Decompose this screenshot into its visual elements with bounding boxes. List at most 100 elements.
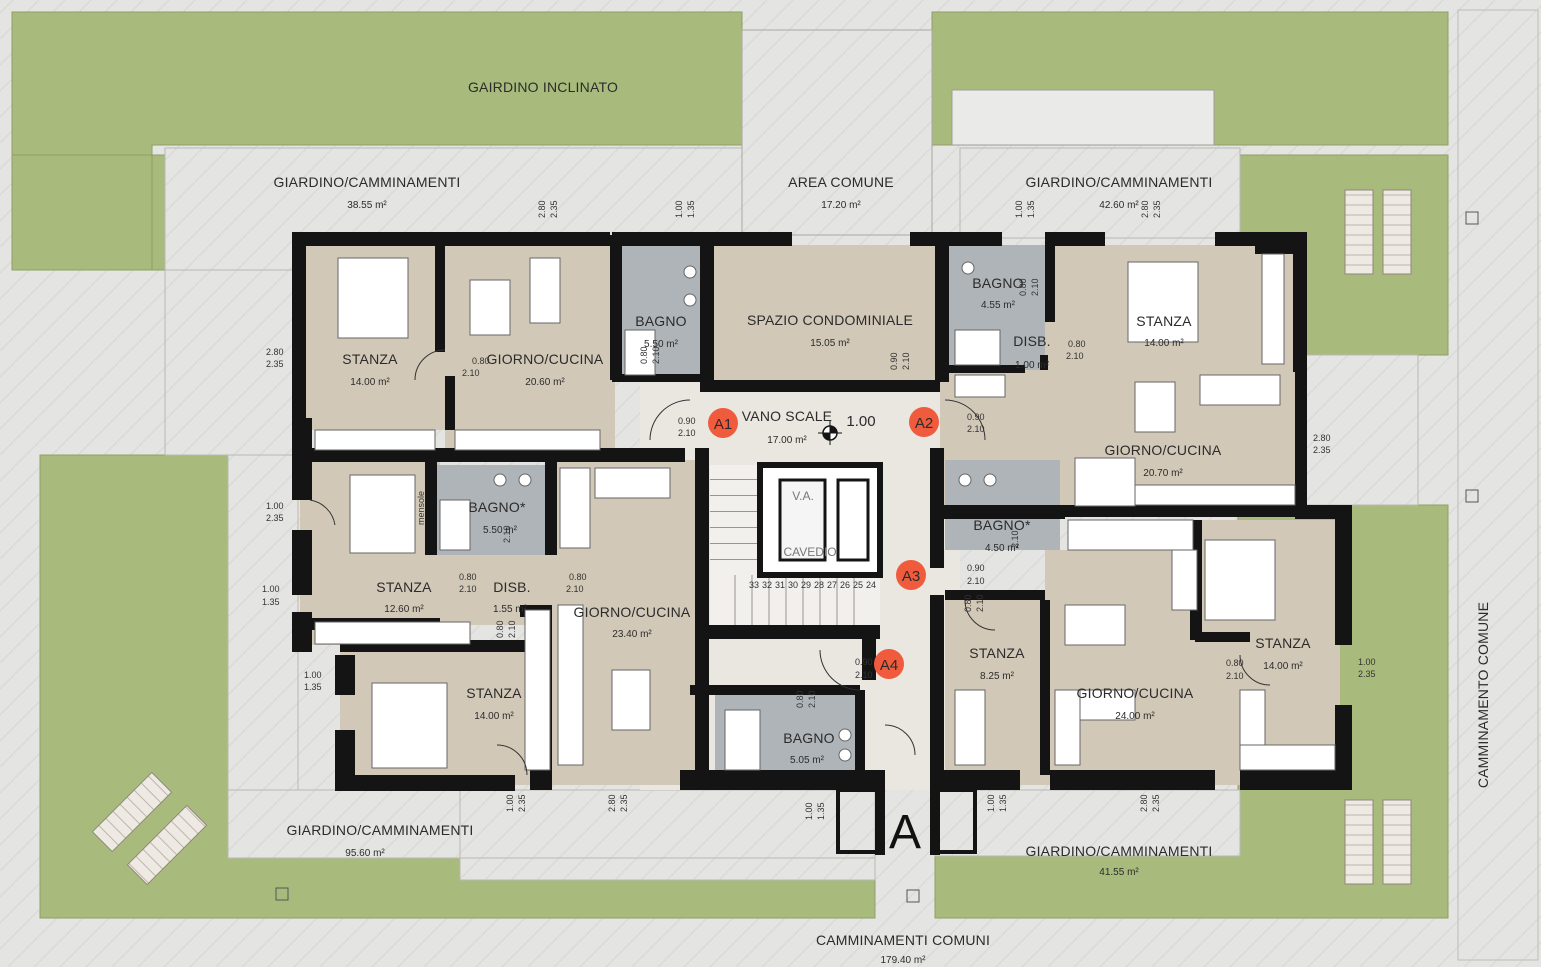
- shower: [439, 499, 471, 551]
- paving-west: [164, 269, 296, 456]
- kitchen-counter: [454, 429, 601, 451]
- svg-text:2.80: 2.80: [537, 200, 547, 218]
- svg-text:1.00: 1.00: [1358, 657, 1376, 667]
- svg-text:0.80: 0.80: [1226, 658, 1244, 668]
- svg-text:1.00: 1.00: [304, 670, 322, 680]
- label-a2-giorno: GIORNO/CUCINA: [1105, 442, 1222, 458]
- stair-step-number: 28: [814, 580, 824, 590]
- svg-text:0.80: 0.80: [795, 690, 805, 708]
- north-structure: [951, 89, 1215, 146]
- stair-flight-lower: [710, 575, 880, 625]
- kitchen-counter: [1134, 484, 1296, 506]
- toilet: [958, 473, 972, 487]
- svg-text:2.10: 2.10: [566, 584, 584, 594]
- svg-text:2.80: 2.80: [1313, 433, 1331, 443]
- lift-car: [778, 478, 827, 562]
- outdoor-markers: [275, 211, 1479, 903]
- svg-text:2.10: 2.10: [807, 690, 817, 708]
- area-a1-giorno: 20.60 m²: [525, 377, 565, 388]
- area-a2-bagno: 4.55 m²: [981, 300, 1016, 311]
- stair-step-number: 30: [788, 580, 798, 590]
- label-gairdino-inclinato: GAIRDINO INCLINATO: [468, 79, 618, 95]
- svg-text:0.90: 0.90: [678, 416, 696, 426]
- label-spazio: SPAZIO CONDOMINIALE: [747, 312, 913, 328]
- label-giardino-ne: GIARDINO/CAMMINAMENTI: [1026, 174, 1213, 190]
- stair-step-number: 31: [775, 580, 785, 590]
- svg-text:1.00: 1.00: [804, 802, 814, 820]
- svg-text:0.90: 0.90: [967, 412, 985, 422]
- lounger: [91, 771, 173, 853]
- bed: [1204, 539, 1276, 621]
- bidet: [493, 473, 507, 487]
- paving-east: [1299, 354, 1419, 506]
- svg-text:2.35: 2.35: [1151, 794, 1161, 812]
- svg-text:2.10: 2.10: [507, 620, 517, 638]
- floor-spazio: [710, 245, 940, 385]
- label-giardino-sw: GIARDINO/CAMMINAMENTI: [287, 822, 474, 838]
- svg-text:2.10: 2.10: [459, 584, 477, 594]
- wardrobe: [954, 689, 986, 766]
- label-a1-stanza: STANZA: [342, 351, 398, 367]
- stair-step-number: 29: [801, 580, 811, 590]
- bed: [1127, 261, 1199, 343]
- svg-text:0.80: 0.80: [1018, 278, 1028, 296]
- svg-text:2.35: 2.35: [1358, 669, 1376, 679]
- label-a4-bagno-star: BAGNO*: [468, 499, 526, 515]
- sofa: [594, 467, 671, 499]
- svg-text:2.10: 2.10: [1066, 351, 1084, 361]
- svg-text:0.80: 0.80: [1068, 339, 1086, 349]
- area-giardino-sw: 95.60 m²: [345, 848, 385, 859]
- wardrobe: [1261, 253, 1285, 365]
- dimension-labels: 0.802.10 0.902.10 0.902.10 0.802.10 0.80…: [262, 200, 1376, 820]
- lounger: [126, 804, 208, 886]
- svg-text:2.35: 2.35: [619, 794, 629, 812]
- area-area-comune: 17.20 m²: [821, 200, 861, 211]
- marker-a2: A2: [909, 407, 939, 437]
- toilet: [838, 728, 852, 742]
- svg-text:0.80: 0.80: [569, 572, 587, 582]
- furniture: [314, 253, 1336, 771]
- kitchen-counter: [1067, 519, 1194, 551]
- paving-south-east: [934, 789, 1241, 857]
- stair-step-number: 27: [827, 580, 837, 590]
- area-a4-bagno: 5.05 m²: [790, 755, 825, 766]
- label-a3-giorno: GIORNO/CUCINA: [1077, 685, 1194, 701]
- area-giardino-nw: 38.55 m²: [347, 200, 387, 211]
- wardrobe: [954, 374, 1006, 398]
- svg-text:0.90: 0.90: [889, 352, 899, 370]
- svg-text:A1: A1: [714, 416, 732, 433]
- label-a4-disb: DISB.: [493, 579, 531, 595]
- svg-text:0.80: 0.80: [495, 620, 505, 638]
- sofa: [559, 467, 591, 549]
- svg-text:2.35: 2.35: [266, 359, 284, 369]
- label-camminamenti-comuni: CAMMINAMENTI COMUNI: [816, 932, 990, 948]
- area-a3-giorno: 24.00 m²: [1115, 711, 1155, 722]
- svg-text:1.00: 1.00: [986, 794, 996, 812]
- svg-text:2.10: 2.10: [967, 576, 985, 586]
- door-swings: [309, 349, 1271, 776]
- sofa: [1054, 689, 1081, 766]
- bidet: [683, 293, 697, 307]
- bed: [371, 682, 448, 769]
- svg-text:0.80: 0.80: [639, 346, 649, 364]
- bed: [337, 257, 409, 339]
- label-camminamento-comune: CAMMINAMENTO COMUNE: [1475, 602, 1491, 788]
- svg-text:2.80: 2.80: [607, 794, 617, 812]
- label-a4-giorno: GIORNO/CUCINA: [574, 604, 691, 620]
- svg-text:0.90: 0.90: [967, 563, 985, 573]
- svg-text:2.10: 2.10: [651, 346, 661, 364]
- label-a4-bagno: BAGNO: [783, 730, 835, 746]
- svg-text:2.10: 2.10: [1226, 671, 1244, 681]
- svg-text:2.35: 2.35: [1152, 200, 1162, 218]
- lawn-west-upper: [11, 154, 153, 271]
- lounger: [1344, 799, 1374, 885]
- label-a4-stanza2: STANZA: [466, 685, 522, 701]
- svg-text:1.00: 1.00: [262, 584, 280, 594]
- area-a4-stanza1: 12.60 m²: [384, 604, 424, 615]
- area-camminamenti-comuni: 179.40 m²: [880, 955, 926, 966]
- svg-text:1.00: 1.00: [505, 794, 515, 812]
- wardrobe: [724, 709, 761, 771]
- bidet: [838, 748, 852, 762]
- svg-text:2.10: 2.10: [462, 368, 480, 378]
- svg-text:2.10: 2.10: [975, 594, 985, 612]
